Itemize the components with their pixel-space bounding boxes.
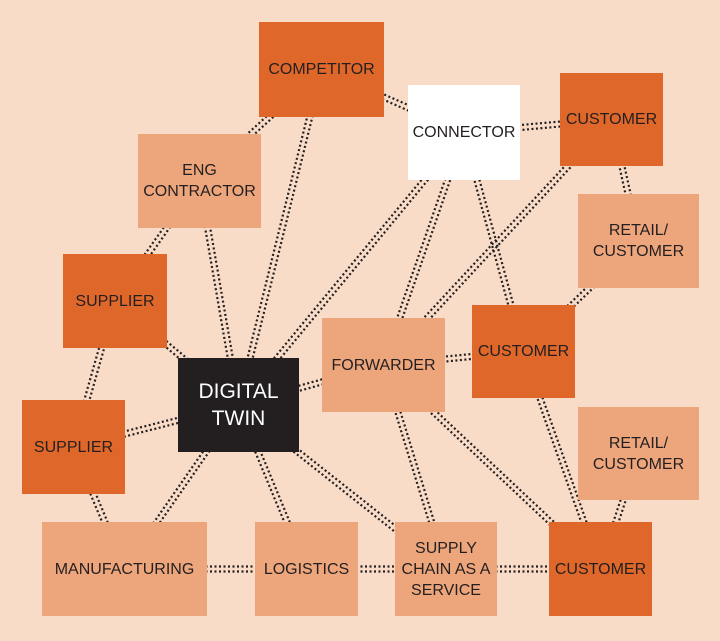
- node-retail-customer-bottom: RETAIL/ CUSTOMER: [578, 407, 699, 500]
- node-forwarder-label: FORWARDER: [331, 356, 436, 374]
- connection-line-digital-twin-competitor: [235, 68, 321, 405]
- node-retail-customer-top-label: RETAIL/ CUSTOMER: [592, 222, 685, 260]
- connection-line-digital-twin-scaas: [236, 406, 446, 572]
- connection-line-competitor-connector: [322, 66, 466, 132]
- node-eng-contractor-label: ENG CONTRACTOR: [143, 162, 256, 200]
- node-digital-twin-label: DIGITAL TWIN: [198, 380, 279, 430]
- connection-line-competitor-connector: [320, 70, 464, 136]
- node-customer-bottom: CUSTOMER: [549, 522, 652, 616]
- node-retail-customer-bottom-label: RETAIL/ CUSTOMER: [592, 434, 685, 473]
- node-manufacturing-label: MANUFACTURING: [54, 560, 195, 578]
- node-connector: CONNECTOR: [408, 85, 520, 180]
- node-eng-contractor: ENG CONTRACTOR: [138, 134, 261, 228]
- node-customer-middle-label: CUSTOMER: [477, 343, 570, 360]
- node-competitor: COMPETITOR: [259, 22, 384, 117]
- node-supply-chain-as-a-service: SUPPLY CHAIN AS A SERVICE: [395, 522, 497, 616]
- node-competitor-label: COMPETITOR: [268, 61, 375, 78]
- node-supplier-top: SUPPLIER: [63, 254, 167, 348]
- node-customer-middle: CUSTOMER: [472, 305, 575, 398]
- node-retail-customer-top: RETAIL/ CUSTOMER: [578, 194, 699, 288]
- node-digital-twin: DIGITAL TWIN: [178, 358, 299, 452]
- node-customer-bottom-label: CUSTOMER: [554, 560, 647, 578]
- connection-line-digital-twin-scaas: [239, 402, 449, 568]
- connection-line-digital-twin-connector: [235, 130, 463, 405]
- node-customer-top: CUSTOMER: [560, 73, 663, 166]
- node-manufacturing: MANUFACTURING: [42, 522, 207, 616]
- node-supplier-bottom: SUPPLIER: [22, 400, 125, 494]
- node-supplier-top-label: SUPPLIER: [75, 292, 155, 310]
- connection-line-digital-twin-competitor: [239, 69, 325, 406]
- node-supply-chain-as-a-service-label: SUPPLY CHAIN AS A SERVICE: [401, 539, 491, 599]
- node-customer-top-label: CUSTOMER: [565, 111, 658, 128]
- node-logistics-label: LOGISTICS: [263, 560, 350, 578]
- node-logistics: LOGISTICS: [255, 522, 358, 616]
- node-forwarder: FORWARDER: [322, 318, 445, 412]
- node-supplier-bottom-label: SUPPLIER: [33, 438, 114, 456]
- node-connector-label: CONNECTOR: [412, 124, 516, 141]
